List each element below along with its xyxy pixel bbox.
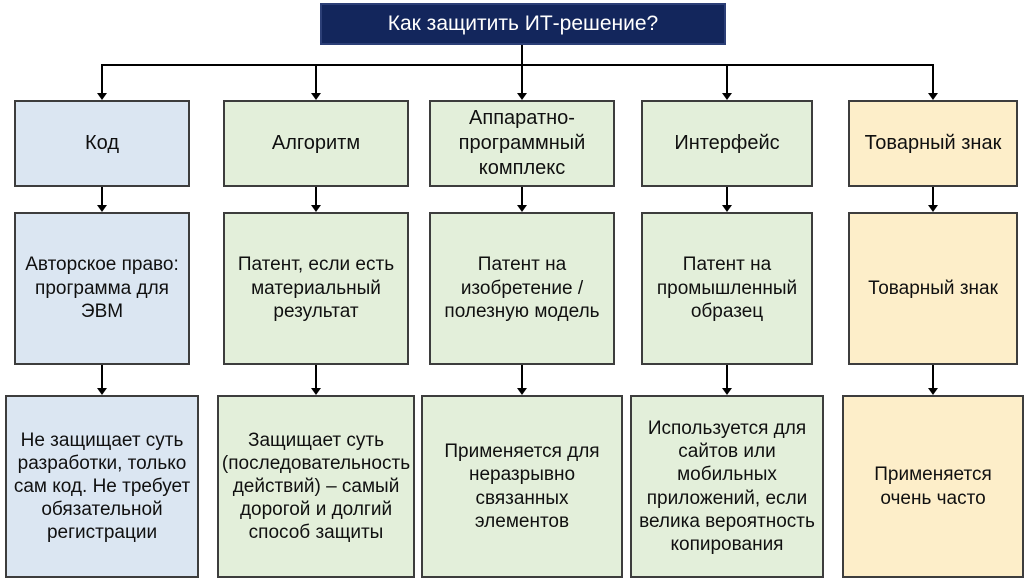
box-algorithm-title: Алгоритм — [223, 100, 409, 187]
box-trademark-title: Товарный знак — [848, 100, 1018, 187]
arrow-down-icon — [928, 187, 938, 212]
box-hardware-software-title: Аппаратно-программный комплекс — [429, 100, 615, 187]
arrow-down-icon — [517, 365, 527, 395]
arrow-down-icon — [928, 365, 938, 395]
chart-title: Как защитить ИТ-решение? — [320, 3, 726, 45]
arrow-down-icon — [517, 64, 527, 100]
box-code-note: Не защищает суть разработки, только сам … — [5, 395, 199, 578]
arrow-down-icon — [311, 365, 321, 395]
arrow-down-icon — [311, 187, 321, 212]
box-algorithm-note: Защищает суть (последовательность действ… — [217, 395, 415, 578]
box-trademark-note: Применяется очень часто — [842, 395, 1024, 578]
arrow-down-icon — [722, 365, 732, 395]
box-hardware-software-note: Применяется для неразрывно связанных эле… — [421, 395, 623, 578]
box-interface-protection: Патент на промышленный образец — [641, 212, 813, 365]
arrow-down-icon — [928, 64, 938, 100]
connector-horizontal-line — [101, 64, 933, 66]
box-interface-title: Интерфейс — [641, 100, 813, 187]
box-code-title: Код — [14, 100, 190, 187]
box-trademark-protection: Товарный знак — [848, 212, 1018, 365]
arrow-down-icon — [97, 187, 107, 212]
arrow-down-icon — [722, 64, 732, 100]
arrow-down-icon — [97, 365, 107, 395]
arrow-down-icon — [517, 187, 527, 212]
box-interface-note: Используется для сайтов или мобильных пр… — [630, 395, 824, 578]
box-hardware-software-protection: Патент на изобретение / полезную модель — [429, 212, 615, 365]
arrow-down-icon — [311, 64, 321, 100]
arrow-down-icon — [97, 64, 107, 100]
box-algorithm-protection: Патент, если есть материальный результат — [223, 212, 409, 365]
box-code-protection: Авторское право: программа для ЭВМ — [14, 212, 190, 365]
connector-title-stub — [521, 45, 523, 64]
arrow-down-icon — [722, 187, 732, 212]
